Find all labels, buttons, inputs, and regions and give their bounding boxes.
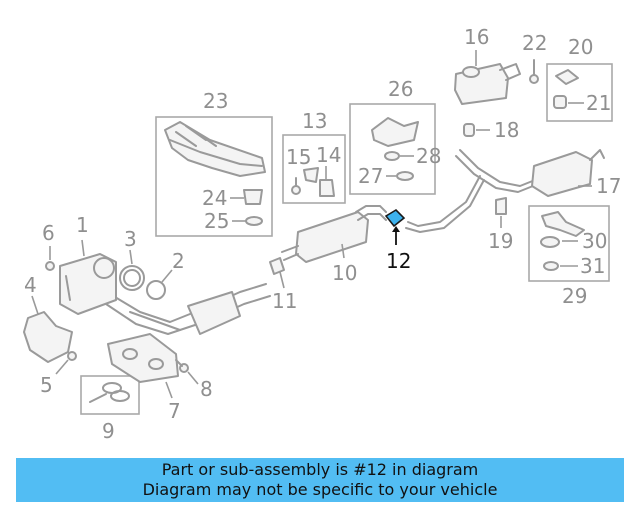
- callout-21: 21: [586, 91, 611, 115]
- exhaust-parts-diagram: 1 2 3 4 5 6 7 8 9 10 11 12 13 14 15 16 1…: [23, 25, 621, 443]
- gasket-part-2: [146, 280, 166, 300]
- washer-part-27: [396, 171, 414, 181]
- clamp-part-3: [119, 265, 145, 291]
- stud-part-8: [175, 359, 189, 373]
- callout-1: 1: [76, 213, 89, 237]
- callout-17: 17: [596, 174, 621, 198]
- callout-7: 7: [168, 399, 181, 423]
- rear-muffler-part-16: [454, 63, 521, 105]
- callout-11: 11: [272, 289, 297, 313]
- callout-12: 12: [386, 249, 411, 273]
- bracket-part-24: [243, 189, 263, 205]
- callout-9: 9: [102, 419, 115, 443]
- banner-line-disclaimer: Diagram may not be specific to your vehi…: [142, 480, 498, 499]
- washer-part-30: [540, 236, 560, 248]
- leader-10: [341, 243, 345, 259]
- callout-6: 6: [42, 221, 55, 245]
- box-9: [80, 375, 140, 415]
- callout-18: 18: [494, 118, 519, 142]
- bolt-part-15: [291, 177, 301, 195]
- callout-25: 25: [204, 209, 229, 233]
- leader-7: [165, 381, 173, 399]
- leader-3: [129, 249, 133, 265]
- front-pipe-catalyst: [105, 283, 271, 335]
- nut-part-6: [45, 261, 55, 271]
- gasket-kit-part-9: [89, 382, 130, 403]
- callout-8: 8: [200, 377, 213, 401]
- callout-22: 22: [522, 31, 547, 55]
- callout-3: 3: [124, 227, 137, 251]
- washer-part-25: [245, 216, 263, 226]
- highlighted-part-12[interactable]: [384, 208, 406, 228]
- gasket-part-7: [107, 333, 179, 383]
- callout-16: 16: [464, 25, 489, 49]
- callout-31: 31: [580, 254, 605, 278]
- catalytic-converter-part-1: [59, 253, 117, 315]
- bracket-part-13: [303, 167, 319, 183]
- callout-20: 20: [568, 35, 593, 59]
- callout-28: 28: [416, 144, 441, 168]
- heat-shield-part-26: [371, 117, 419, 147]
- washer-part-28: [384, 151, 400, 161]
- leader-8: [187, 371, 199, 385]
- box-23: [155, 116, 273, 237]
- clamp-part-11: [269, 257, 285, 275]
- leader-11: [279, 271, 285, 289]
- leader-5: [55, 359, 69, 375]
- callout-14: 14: [316, 143, 341, 167]
- callout-5: 5: [40, 373, 53, 397]
- hanger-part-18: [463, 123, 475, 137]
- bracket-part-29: [541, 211, 585, 237]
- bolt-part-5: [67, 351, 77, 361]
- leader-4: [31, 295, 39, 315]
- callout-19: 19: [488, 229, 513, 253]
- callout-23: 23: [203, 89, 228, 113]
- hanger-part-19: [495, 197, 507, 215]
- callout-26: 26: [388, 77, 413, 101]
- info-banner: Part or sub-assembly is #12 in diagram D…: [16, 458, 624, 502]
- callout-30: 30: [582, 229, 607, 253]
- callout-27: 27: [358, 164, 383, 188]
- hanger-part-20: [555, 69, 579, 85]
- bracket-part-4: [23, 311, 73, 363]
- callout-10: 10: [332, 261, 357, 285]
- leader-1: [81, 239, 85, 257]
- callout-2: 2: [172, 249, 185, 273]
- callout-29: 29: [562, 284, 587, 308]
- callout-4: 4: [24, 273, 37, 297]
- muffler-part-17: [531, 149, 605, 197]
- callout-15: 15: [286, 145, 311, 169]
- box-29: [528, 205, 610, 282]
- bolt-part-22: [529, 59, 539, 84]
- isolator-part-21: [553, 95, 567, 109]
- center-pipe-part-10: [281, 205, 387, 263]
- box-13-14-15: [282, 134, 346, 204]
- box-26: [349, 103, 436, 195]
- heat-shield-part: [164, 121, 266, 177]
- banner-line-part-number: Part or sub-assembly is #12 in diagram: [161, 460, 479, 479]
- box-20: [546, 63, 613, 122]
- callout-24: 24: [202, 186, 227, 210]
- leader-2: [161, 269, 173, 283]
- clip-part-14: [319, 179, 335, 197]
- tail-pipe-assembly: [405, 149, 541, 233]
- washer-part-31: [543, 261, 559, 271]
- leader-12-arrow: [392, 226, 400, 232]
- callout-13: 13: [302, 109, 327, 133]
